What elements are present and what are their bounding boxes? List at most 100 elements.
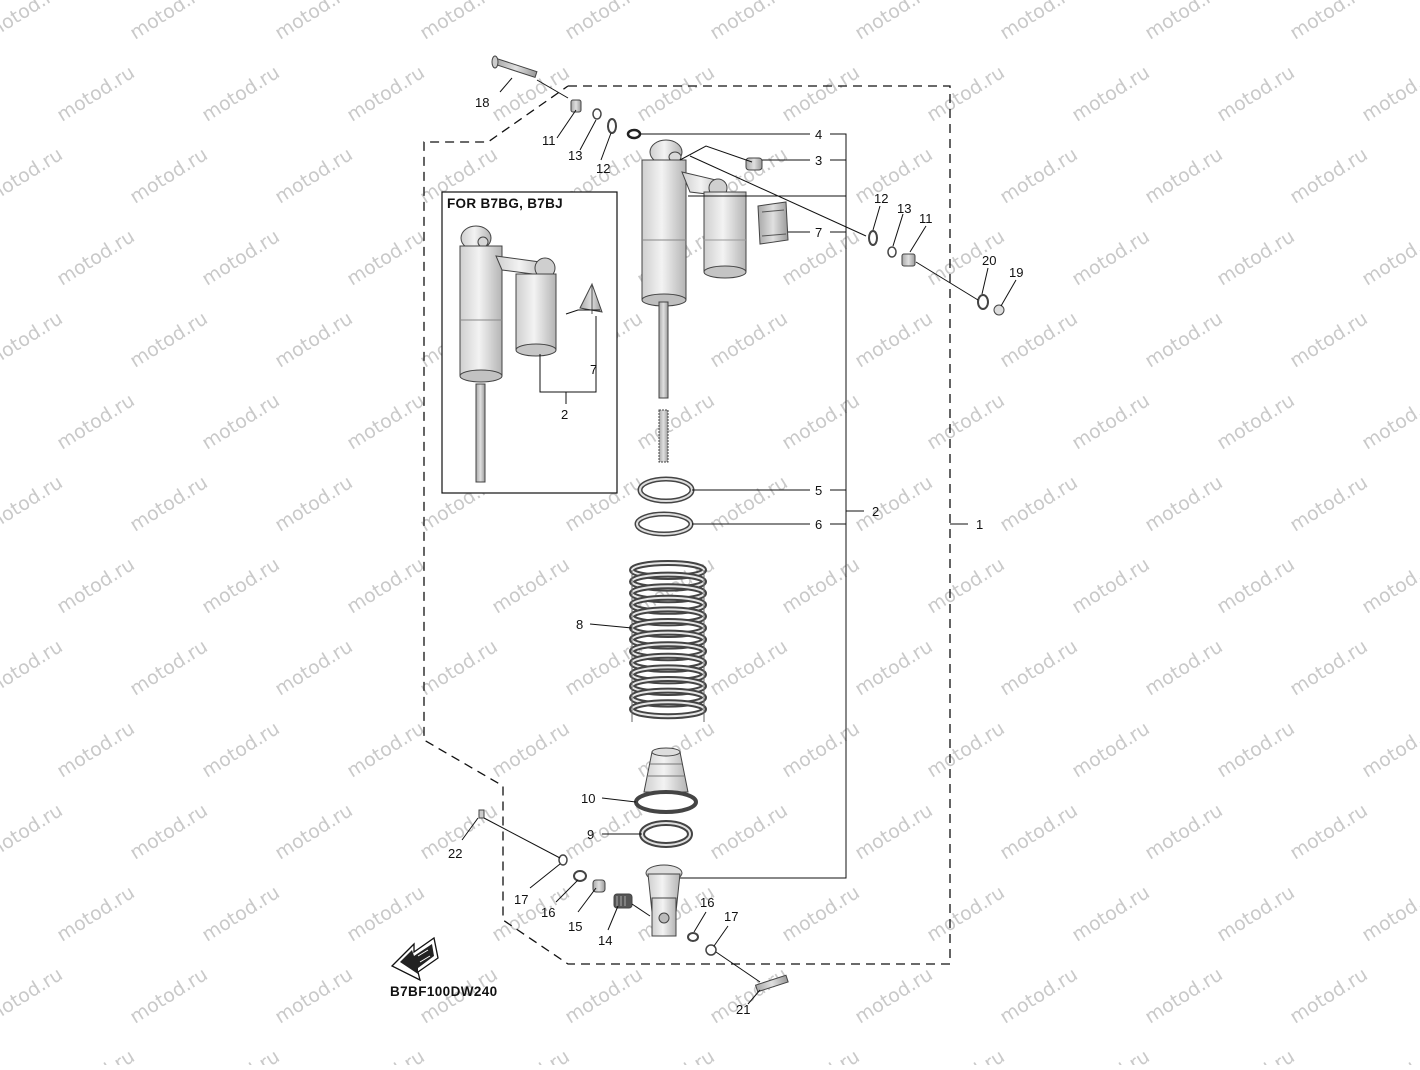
watermark-text: motod.ru (0, 471, 67, 536)
watermark-text: motod.ru (706, 471, 792, 536)
watermark-text: motod.ru (778, 61, 864, 126)
spring-stopper (634, 511, 694, 537)
watermark-text: motod.ru (343, 225, 429, 290)
callout-11-right: 11 (919, 211, 933, 226)
callout-14: 14 (598, 933, 612, 948)
watermark-text: motod.ru (0, 963, 67, 1028)
callout-12-upper: 12 (596, 161, 610, 176)
watermark-text: motod.ru (778, 389, 864, 454)
watermark-text: motod.ru (1141, 143, 1227, 208)
watermark-text: motod.ru (1068, 225, 1154, 290)
spring-guide (634, 790, 698, 814)
watermark-text: motod.ru (923, 553, 1009, 618)
watermark-text: motod.ru (1286, 0, 1372, 44)
watermark-text: motod.ru (343, 61, 429, 126)
watermark-text: motod.ru (851, 963, 937, 1028)
watermark-text: motod.ru (706, 963, 792, 1028)
watermark-text: motod.ru (923, 1045, 1009, 1065)
callout-15: 15 (568, 919, 582, 934)
watermark-text: motod.ru (1358, 389, 1420, 454)
callout-9: 9 (587, 827, 594, 842)
watermark-text: motod.ru (0, 143, 67, 208)
callout-19: 19 (1009, 265, 1023, 280)
hardware-seal-16-right (687, 932, 699, 942)
watermark-text: motod.ru (561, 799, 647, 864)
watermark-text: motod.ru (633, 389, 719, 454)
watermark-text: motod.ru (271, 0, 357, 44)
watermark-text: motod.ru (488, 717, 574, 782)
callout-16-right: 16 (700, 895, 714, 910)
watermark-text: motod.ru (416, 635, 502, 700)
callout-17-left: 17 (514, 892, 528, 907)
hardware-bolt-18 (491, 55, 538, 78)
callout-3: 3 (815, 153, 822, 168)
watermark-text: motod.ru (923, 881, 1009, 946)
hardware-nut-19 (993, 304, 1005, 316)
watermark-text: motod.ru (778, 553, 864, 618)
watermark-text: motod.ru (1141, 799, 1227, 864)
watermark-text: motod.ru (1141, 635, 1227, 700)
leader-lines (461, 77, 1017, 1005)
watermark-text: motod.ru (1068, 1045, 1154, 1065)
hardware-ring-17-left (558, 854, 568, 866)
watermark-text: motod.ru (996, 143, 1082, 208)
watermark-text: motod.ru (1286, 143, 1372, 208)
callout-11-upper: 11 (542, 133, 556, 148)
rear-shock-absorber (629, 139, 789, 937)
watermark-text: motod.ru (1286, 307, 1372, 372)
callout-18: 18 (475, 95, 489, 110)
watermark-text: motod.ru (1141, 0, 1227, 44)
hardware-bearing-3 (745, 157, 763, 171)
watermark-text: motod.ru (1141, 963, 1227, 1028)
watermark-text: motod.ru (271, 143, 357, 208)
watermark-text: motod.ru (488, 553, 574, 618)
watermark-text: motod.ru (1068, 553, 1154, 618)
hardware-seal-12-upper (607, 118, 617, 134)
inset-title: FOR B7BG, B7BJ (447, 196, 563, 211)
watermark-text: motod.ru (198, 225, 284, 290)
watermark-text: motod.ru (53, 61, 139, 126)
watermark-text: motod.ru (0, 307, 67, 372)
watermark-text: motod.ru (1286, 635, 1372, 700)
callout-4: 4 (815, 127, 822, 142)
inset-callout-2: 2 (561, 407, 568, 422)
callout-20: 20 (982, 253, 996, 268)
watermark-text: motod.ru (198, 717, 284, 782)
bump-rubber (643, 747, 689, 793)
watermark-text: motod.ru (706, 799, 792, 864)
callout-13-upper: 13 (568, 148, 582, 163)
watermark-text: motod.ru (343, 881, 429, 946)
watermark-text: motod.ru (561, 963, 647, 1028)
callout-1: 1 (976, 517, 983, 532)
watermark-text: motod.ru (1358, 717, 1420, 782)
callout-21: 21 (736, 1002, 750, 1017)
spring-seat-upper (637, 476, 695, 504)
shock-piston-rod (658, 301, 669, 463)
inset-callout-7: 7 (590, 362, 597, 377)
watermark-text: motod.ru (53, 1045, 139, 1065)
watermark-text: motod.ru (126, 307, 212, 372)
watermark-text: motod.ru (1213, 389, 1299, 454)
watermark-text: motod.ru (851, 143, 937, 208)
drawing-code: B7BF100DW240 (390, 984, 498, 999)
watermark-text: motod.ru (416, 0, 502, 44)
watermark-text: motod.ru (1213, 553, 1299, 618)
watermark-text: motod.ru (851, 307, 937, 372)
watermark-text: motod.ru (343, 389, 429, 454)
watermark-text: motod.ru (851, 471, 937, 536)
watermark-text: motod.ru (198, 1045, 284, 1065)
watermark-text: motod.ru (923, 61, 1009, 126)
watermark-text: motod.ru (778, 881, 864, 946)
hardware-seal-12-right (868, 230, 878, 246)
watermark-text: motod.ru (1358, 881, 1420, 946)
watermark-text: motod.ru (1068, 61, 1154, 126)
hardware-ring-13-right (887, 246, 897, 258)
watermark-text: motod.ru (851, 635, 937, 700)
watermark-text: motod.ru (1141, 307, 1227, 372)
callout-numbers: 1 2 3 4 5 6 7 8 9 10 11 11 12 12 13 13 1… (448, 95, 1023, 1017)
watermark-text: motod.ru (706, 0, 792, 44)
callout-22: 22 (448, 846, 462, 861)
watermark-text: motod.ru (198, 389, 284, 454)
watermark-text: motod.ru (1358, 1045, 1420, 1065)
